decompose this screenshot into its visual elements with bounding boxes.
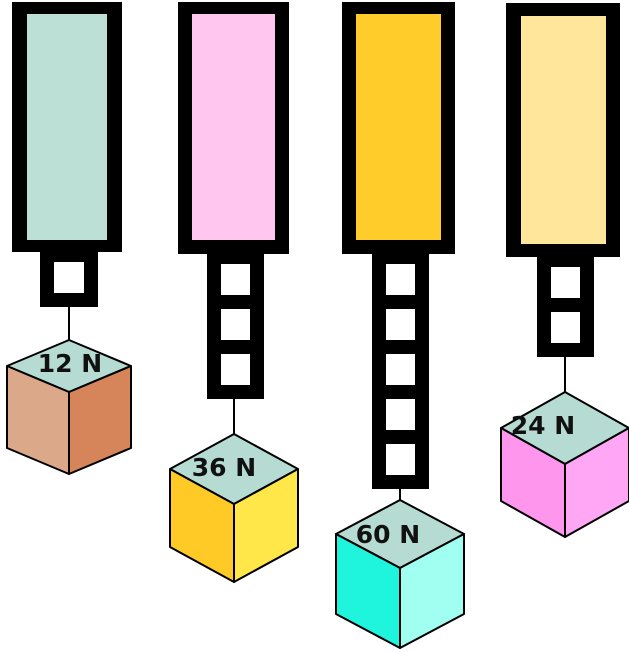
extension-segment [551, 267, 580, 298]
spring-scale-2: 36 N [169, 2, 299, 583]
weight-cube-3: 60 N [335, 499, 465, 649]
spring-housing-fill-2 [192, 14, 275, 240]
extension-segment [221, 309, 250, 340]
extension-column-4 [537, 257, 594, 357]
extension-column-1 [40, 252, 98, 307]
extension-segment [221, 264, 250, 295]
cube-right-face [564, 427, 629, 538]
weight-label-1: 12 N [38, 349, 102, 378]
cube-right-face [68, 365, 132, 475]
spring-housing-fill-4 [521, 16, 606, 244]
weight-label-2: 36 N [192, 453, 256, 482]
extension-segment [386, 444, 415, 475]
spring-scale-1: 12 N [6, 2, 132, 475]
extension-segment [221, 354, 250, 385]
weight-label-3: 60 N [356, 520, 420, 549]
cube-right-face [233, 468, 299, 583]
extension-segment [386, 354, 415, 385]
weight-cube-4: 24 N [500, 391, 629, 538]
extension-segment [54, 262, 84, 293]
spring-housing-fill-1 [27, 14, 107, 240]
weight-label-4: 24 N [511, 411, 575, 440]
extension-segment [386, 399, 415, 430]
extension-column-2 [207, 254, 264, 399]
spring-scale-4: 24 N [500, 3, 629, 538]
extension-segment [386, 264, 415, 295]
extension-segment [386, 309, 415, 340]
weight-cube-1: 12 N [6, 339, 132, 475]
extension-column-3 [372, 254, 429, 489]
spring-housing-fill-3 [356, 14, 441, 240]
weight-cube-2: 36 N [169, 433, 299, 583]
cube-right-face [399, 533, 465, 649]
extension-segment [551, 312, 580, 343]
spring-scale-3: 60 N [335, 2, 465, 649]
